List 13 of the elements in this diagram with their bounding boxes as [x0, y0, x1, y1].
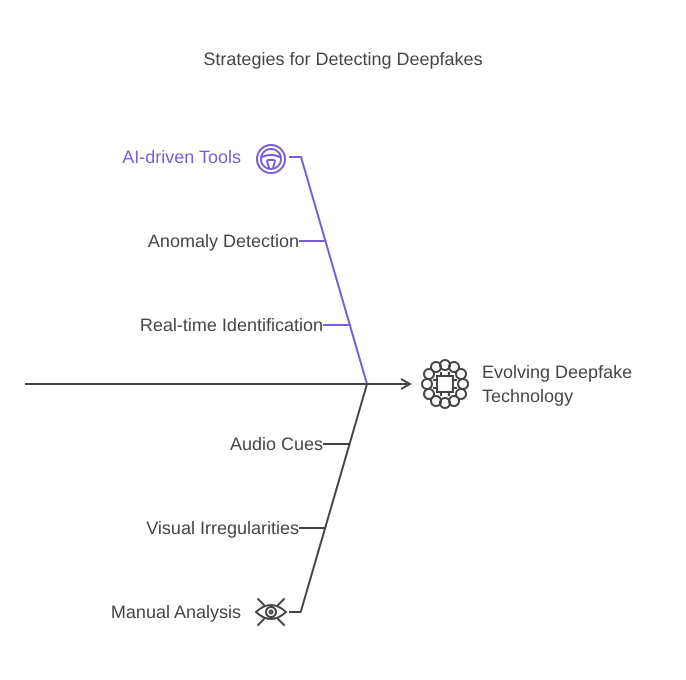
rib-line	[323, 324, 351, 326]
effect-label: Evolving Deepfake Technology	[482, 361, 634, 408]
category-label: Manual Analysis	[110, 601, 241, 624]
diagram-title: Strategies for Detecting Deepfakes	[202, 49, 484, 70]
category-label: AI-driven Tools	[122, 146, 241, 169]
rib-line	[299, 240, 326, 242]
cause-label: Anomaly Detection	[148, 230, 299, 253]
cause-label: Real-time Identification	[140, 314, 323, 337]
cause-label: Audio Cues	[230, 433, 323, 456]
rib-line	[299, 527, 326, 529]
spine-arrow	[25, 378, 411, 390]
cause-label: Visual Irregularities	[146, 517, 299, 540]
rib-line	[323, 443, 351, 445]
